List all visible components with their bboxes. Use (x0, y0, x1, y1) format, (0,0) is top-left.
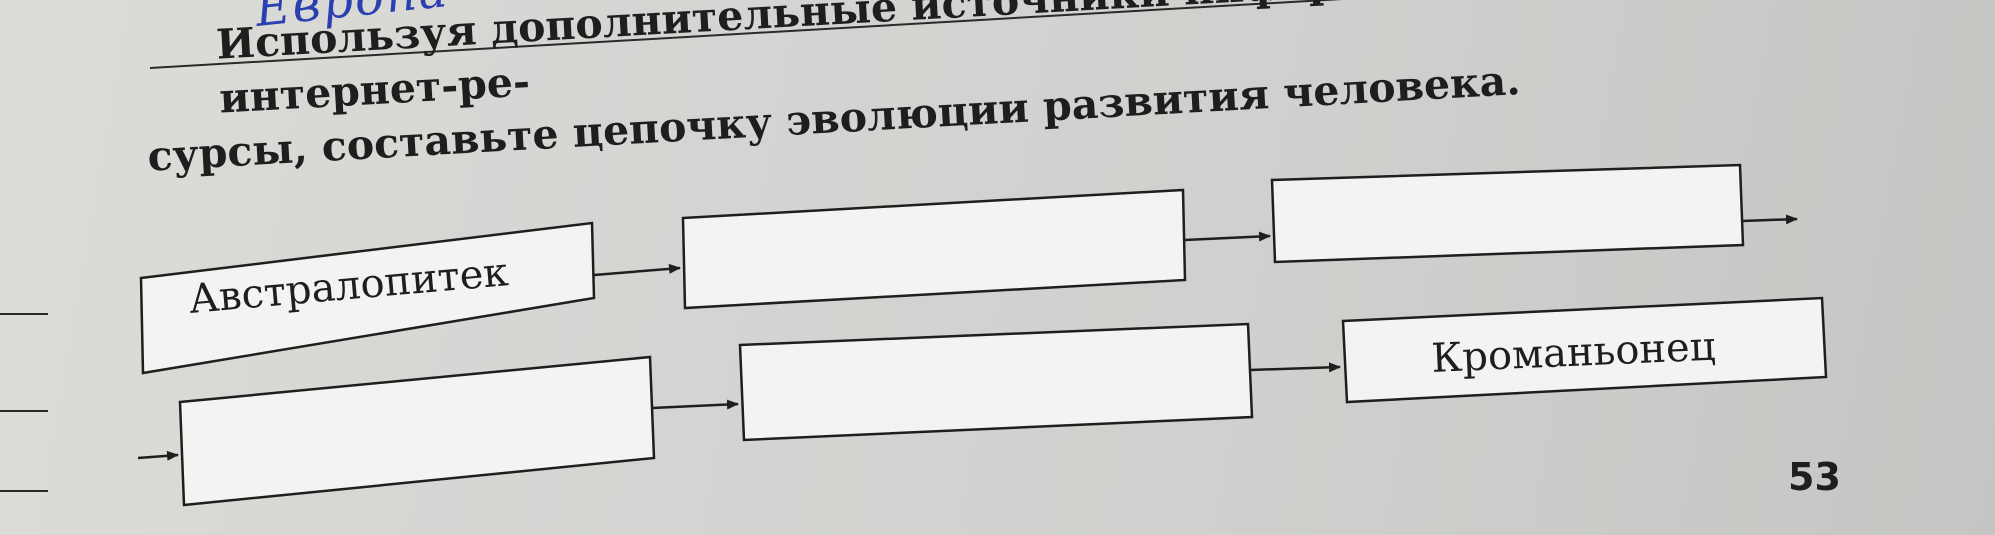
arrow-1-to-2 (593, 263, 681, 277)
arrow-into-4 (137, 450, 179, 461)
header-rule-line (149, 0, 1343, 69)
chain-box-1 (139, 221, 596, 375)
chain-box-3 (1270, 163, 1745, 264)
arrow-3-out (1741, 214, 1798, 225)
chain-box-5 (738, 322, 1254, 442)
arrow-5-to-6 (1249, 362, 1341, 373)
page-number: 53 (1788, 455, 1841, 499)
chain-box-2 (681, 188, 1187, 310)
margin-line (0, 490, 48, 492)
arrow-2-to-3 (1184, 231, 1271, 242)
margin-line (0, 313, 48, 315)
chain-box-4 (178, 355, 656, 507)
chain-box-6 (1341, 296, 1828, 404)
margin-line (0, 410, 48, 412)
arrow-4-to-5 (651, 399, 739, 410)
